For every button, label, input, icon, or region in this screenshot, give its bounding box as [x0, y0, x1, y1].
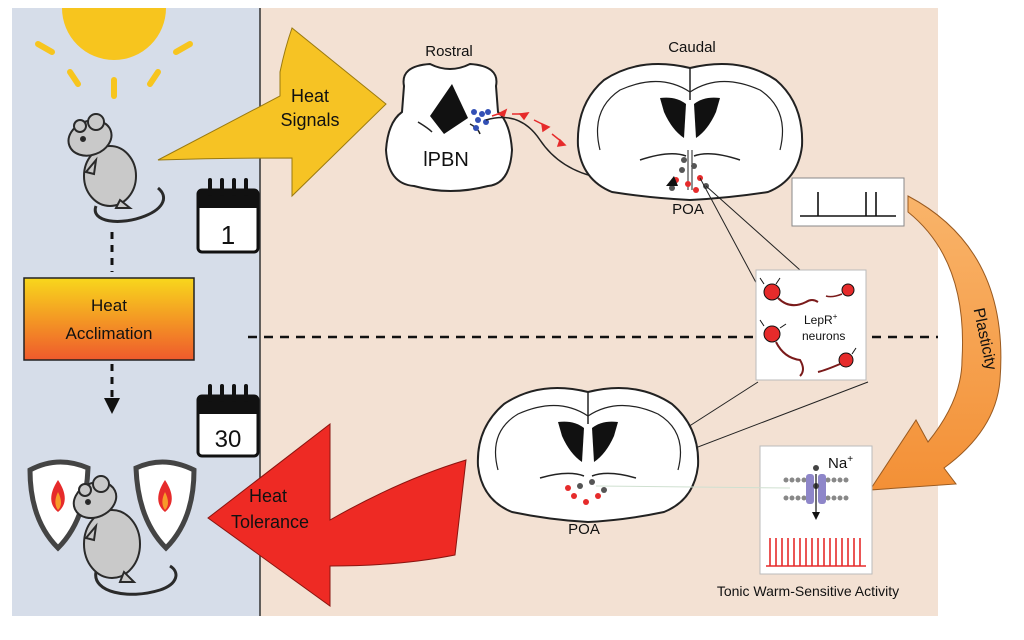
lepr-label: LepR [804, 313, 833, 327]
svg-text:LepR+: LepR+ [804, 312, 838, 327]
heat-signals-line2: Signals [280, 110, 339, 130]
neuron-icon [817, 347, 857, 373]
projection-arrows [491, 108, 567, 147]
acclimation-label-line1: Heat [91, 296, 127, 315]
rostral-label: Rostral [425, 43, 473, 60]
acclimation-box [23, 277, 195, 361]
sun-icon [35, 8, 193, 99]
lepr-neurons-label: neurons [802, 329, 845, 343]
day-1-label: 1 [221, 220, 235, 250]
day-30-label: 30 [215, 426, 242, 453]
neuron-icon [759, 319, 804, 377]
lepr-sup: + [833, 312, 838, 321]
caudal-label: Caudal [668, 39, 716, 56]
calendar-icon [196, 178, 260, 254]
poa-bottom-label: POA [568, 521, 600, 538]
heat-signals-arrow [157, 27, 387, 198]
lpbn-label: lPBN [423, 149, 469, 171]
spike-trace-tonic [766, 538, 866, 567]
heat-signals-line1: Heat [291, 86, 329, 106]
projection-path [485, 116, 671, 185]
acclimation-label-line2: Acclimation [66, 324, 153, 343]
spike-trace-sparse [791, 177, 905, 227]
neuron-icon [759, 277, 819, 307]
poa-to-channel-line [595, 485, 791, 489]
rostral-brain-section [384, 62, 514, 192]
acclimation-arrowhead [104, 398, 120, 414]
poa-brain-section [476, 387, 700, 524]
shield-flame-icon [27, 459, 91, 552]
na-sup: + [847, 454, 853, 465]
mouse-icon [67, 113, 166, 223]
calendar-icon [196, 384, 260, 458]
shield-flame-icon [133, 459, 197, 552]
poa-top-label: POA [672, 201, 704, 218]
tonic-activity-box: Na+ [759, 445, 873, 575]
plasticity-arrow [869, 195, 1002, 491]
heat-tolerance-arrow [207, 422, 467, 607]
na-label: Na [828, 455, 848, 472]
lepr-neuron-box: LepR+ neurons [755, 269, 867, 381]
heat-tolerance-line2: Tolerance [231, 512, 309, 532]
svg-text:Na+: Na+ [828, 454, 853, 472]
ion-channel-icon [783, 465, 849, 520]
mouse-icon [72, 475, 178, 596]
tonic-caption: Tonic Warm-Sensitive Activity [717, 583, 899, 599]
caudal-brain-section [576, 63, 804, 202]
neuron-icon [825, 283, 855, 298]
heat-tolerance-line1: Heat [249, 486, 287, 506]
